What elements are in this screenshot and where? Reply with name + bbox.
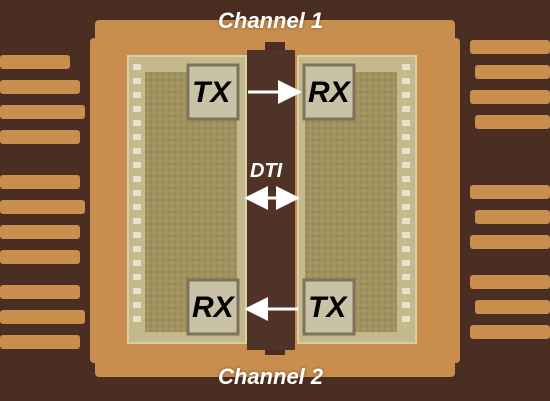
tx-bottom-label: TX xyxy=(308,291,347,324)
right-die xyxy=(297,55,417,344)
dti-label: DTI xyxy=(250,160,283,182)
channel-1-label: Channel 1 xyxy=(218,8,324,33)
rx-block-bottom xyxy=(186,278,240,336)
rx-top-label: RX xyxy=(308,76,350,109)
tx-block-top xyxy=(186,63,240,121)
rx-bottom-label: RX xyxy=(192,291,234,324)
tx-top-label: TX xyxy=(192,76,231,109)
left-die xyxy=(127,55,247,344)
tx-block-bottom xyxy=(302,278,356,336)
rx-block-top xyxy=(302,63,356,121)
channel-2-label: Channel 2 xyxy=(218,364,324,389)
isolation-gap xyxy=(247,50,295,350)
